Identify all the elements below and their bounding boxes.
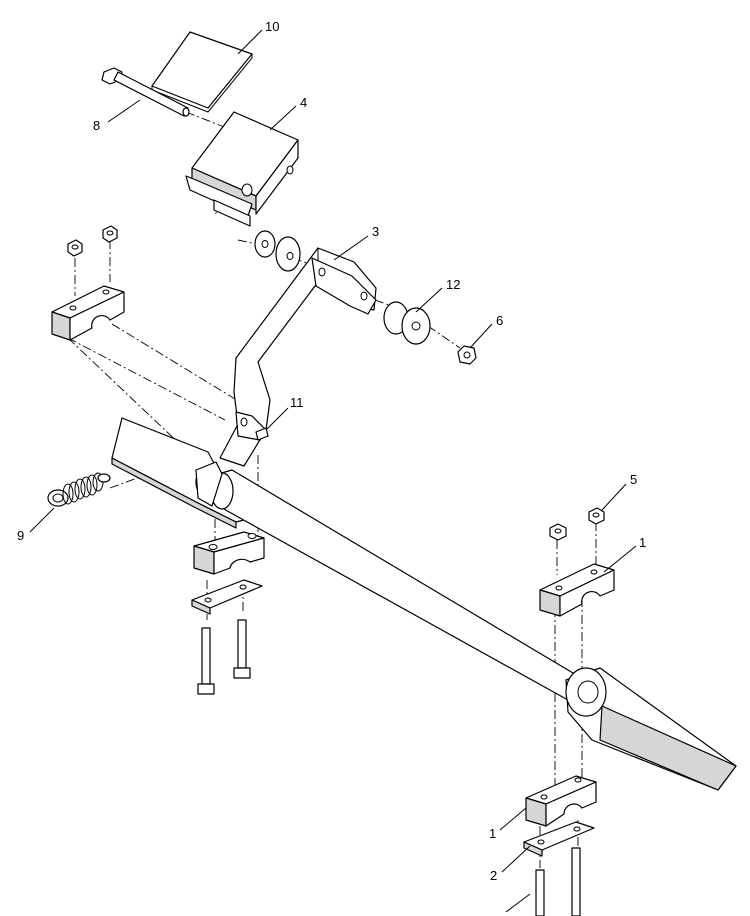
callout-4: 4: [300, 95, 307, 110]
callout-12: 12: [446, 277, 460, 292]
part-9-spring: [47, 472, 111, 507]
lower-left-bearing-block: [193, 531, 265, 575]
main-shaft: [195, 461, 579, 701]
top-left-nuts: [67, 225, 118, 257]
callout-3: 3: [372, 224, 379, 239]
washers-left: [254, 230, 301, 272]
leader-lines: [29, 29, 637, 913]
callout-8: 8: [93, 118, 100, 133]
part-10-pad: [151, 31, 253, 113]
right-lower-bolts: [535, 847, 581, 916]
part-6-nut: [457, 345, 477, 365]
callout-11: 11: [290, 395, 304, 410]
callout-10: 10: [265, 19, 279, 34]
callout-1-lower: 1: [489, 826, 496, 841]
top-left-bearing-block: [51, 285, 125, 341]
callout-1-upper: 1: [639, 535, 646, 550]
lower-left-plate: [191, 579, 263, 615]
callout-5: 5: [630, 472, 637, 487]
right-upper-bearing-block: [539, 563, 615, 617]
callout-6: 6: [496, 313, 503, 328]
right-lower-bearing-block: [525, 775, 597, 827]
part-4-pedal-block: [185, 111, 299, 227]
part-11-pin: [255, 427, 269, 441]
washers-right: [383, 301, 431, 345]
part-3-pedal-arm: [219, 247, 377, 467]
callout-2: 2: [490, 868, 497, 883]
part-8-pin: [101, 67, 190, 117]
right-side-nuts: [549, 507, 605, 541]
right-end-lever: [565, 667, 737, 791]
lower-left-bolts: [197, 619, 251, 695]
callout-9: 9: [17, 528, 24, 543]
centerlines: [67, 111, 597, 868]
right-lower-plate: [523, 821, 595, 857]
